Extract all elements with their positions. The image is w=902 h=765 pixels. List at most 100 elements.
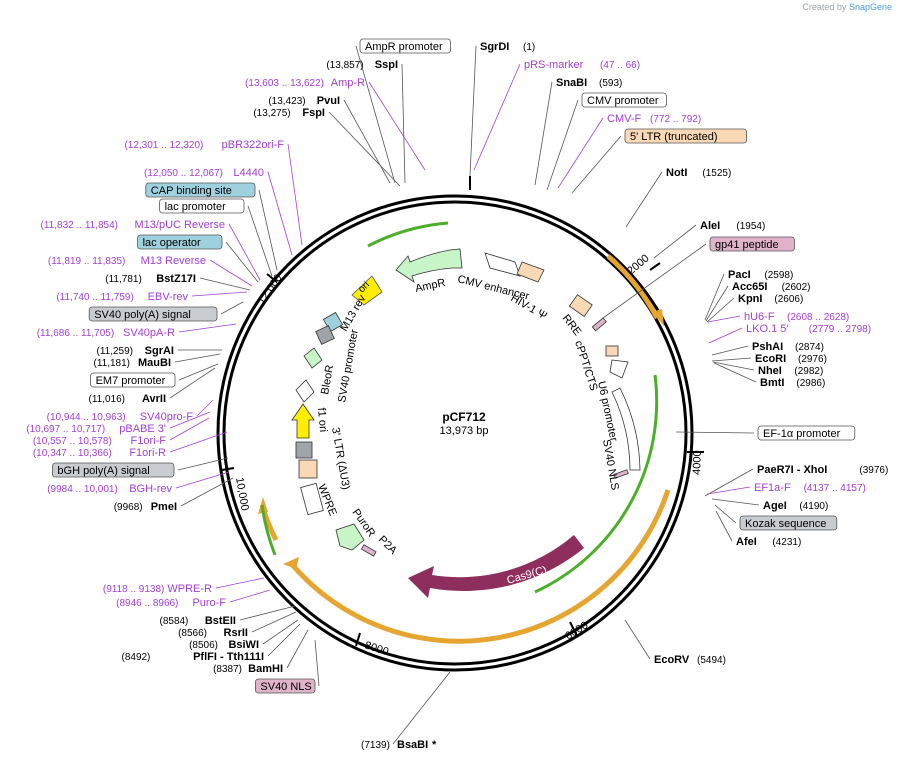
leader-agei [711,498,760,506]
label-lko-1-5[interactable]: LKO.1 5'(2779 .. 2798) [746,323,871,335]
label-pbr322ori-f[interactable]: pBR322ori-F(12,301 .. 12,320) [124,139,284,151]
label-paer7i[interactable]: PaeR7I - XhoI(3976) [757,464,888,476]
label-cap-binding-site[interactable]: CAP binding site [145,182,256,198]
label-pshai[interactable]: PshAI(2874) [752,341,824,353]
label-bgh-poly-a-signal[interactable]: bGH poly(A) signal [52,462,175,478]
leader-prs-marker [473,63,521,171]
label-ebv-rev[interactable]: EBV-rev(11,740 .. 11,759) [56,291,188,303]
label-f1ori-f[interactable]: F1ori-F(10,557 .. 10,578) [33,435,166,447]
label-bstz17i[interactable]: BstZ17I(11,781) [105,273,196,285]
label-kozak-sequence[interactable]: Kozak sequence [739,515,838,531]
label-f1ori-r[interactable]: F1ori-R(10,347 .. 10,366) [33,447,166,459]
label-afei[interactable]: AfeI(4231) [736,536,801,548]
enzyme-bmti: BmtI [760,377,784,389]
position-bsteii: (8584) [159,616,188,627]
label-sv40pro-f[interactable]: SV40pro-F(10,944 .. 10,963) [47,411,194,423]
label-bsabi[interactable]: BsaBI(7139)* [361,739,437,751]
label-rsrii[interactable]: RsrII(8566) [178,627,248,639]
position-kpni: (2606) [774,294,803,305]
enzyme-pflfi: PflFI - Tth111I [193,651,264,663]
label-avrii[interactable]: AvrII(11,016) [88,393,166,405]
label-ampr-promoter[interactable]: AmpR promoter [359,38,451,54]
label-wpre-r[interactable]: WPRE-R(9118 .. 9138) [103,583,212,595]
label-ef-1-promoter[interactable]: EF-1α promoter [757,425,856,441]
label-maubi[interactable]: MauBI(11,181) [93,357,171,369]
position-l4440: (12,050 .. 12,067) [144,168,223,179]
label-cmv-f[interactable]: CMV-F(772 .. 792) [607,113,701,125]
label-alei[interactable]: AleI(1954) [700,220,765,232]
p2a-box [360,544,377,557]
label-sv40pa-r[interactable]: SV40pA-R(11,686 .. 11,705) [37,327,175,339]
position-ef1a-f: (4137 .. 4157) [804,483,866,494]
feature-label-cmv-promoter: CMV promoter [587,95,659,107]
label-sv40-nls[interactable]: SV40 NLS [254,678,316,694]
leader-lko-1-5 [708,327,743,344]
label-pmei[interactable]: PmeI(9968) [114,501,177,513]
label-cmv-promoter[interactable]: CMV promoter [581,92,667,108]
label-ecorv[interactable]: EcoRV(5494) [654,654,726,666]
leader-amp-r [368,81,426,171]
label-bamhi[interactable]: BamHI(8387) [213,663,283,675]
sv40-nls-box [613,469,629,479]
label-pbabe-3[interactable]: pBABE 3'(10,697 .. 10,717) [26,423,166,435]
label-bgh-rev[interactable]: BGH-rev(9984 .. 10,001) [47,483,172,495]
cas9-arrow [408,535,584,598]
primer-m13-reverse: M13 Reverse [141,255,206,267]
primer-sv40pa-r: SV40pA-R [123,327,175,339]
label-sgrai[interactable]: SgrAI(11,259) [96,345,174,357]
label-lac-promoter[interactable]: lac promoter [159,198,245,214]
enzyme-rsrii: RsrII [224,627,248,639]
label-l4440[interactable]: L4440(12,050 .. 12,067) [144,167,264,179]
left-features [291,311,377,557]
label-hu6-f[interactable]: hU6-F(2608 .. 2628) [744,311,849,323]
enzyme-bsiwi: BsiWI [228,639,259,651]
label-pflfi[interactable]: PflFI - Tth111I(8492) [121,651,264,663]
label-bsteii[interactable]: BstEII(8584) [159,615,236,627]
leader-cap-binding-site [258,189,278,271]
leader-pvui [343,99,391,184]
position-puro-f: (8946 .. 8966) [116,598,178,609]
enzyme-sgrai: SgrAI [145,345,174,357]
position-ecorv: (5494) [697,655,726,666]
feature-box-cap-binding-site [145,182,256,198]
position-prs-marker: (47 .. 66) [600,60,640,71]
label-paci[interactable]: PacI(2598) [728,269,793,281]
label-lac-operator[interactable]: lac operator [137,234,223,250]
label-noti[interactable]: NotI(1525) [666,167,731,179]
primer-m13-puc-reverse: M13/pUC Reverse [135,219,225,231]
leader-ampr-promoter [355,45,396,184]
label-sv40-poly-a-signal[interactable]: SV40 poly(A) signal [88,306,218,322]
position-sspi: (13,857) [326,60,363,71]
enzyme-avrii: AvrII [142,393,166,405]
label-5-ltr-truncated[interactable]: 5' LTR (truncated) [624,128,747,144]
feature-m13-rev: M13 rev [338,293,369,334]
label-m13-puc-reverse[interactable]: M13/pUC Reverse(11,832 .. 11,854) [41,219,225,231]
label-kpni[interactable]: KpnI(2606) [738,293,803,305]
label-gp41-peptide[interactable]: gp41 peptide [709,236,795,252]
label-amp-r[interactable]: Amp-R(13,603 .. 13,622) [245,77,365,89]
primer-puro-f: Puro-F [192,597,226,609]
label-em7-promoter[interactable]: EM7 promoter [90,372,176,388]
label-sspi[interactable]: SspI(13,857) [326,59,398,71]
primer-amp-r: Amp-R [331,77,365,89]
label-nhei[interactable]: NheI(2982) [758,365,823,377]
label-m13-reverse[interactable]: M13 Reverse(11,819 .. 11,835) [48,255,206,267]
leader-cmv-f [557,117,604,189]
feature-box-bgh-poly-a-signal [52,462,175,478]
label-acc65i[interactable]: Acc65I(2602) [732,281,811,293]
rre-box [568,294,593,318]
tick-12000 [266,273,278,283]
label-fspi[interactable]: FspI(13,275) [253,107,325,119]
label-ecori[interactable]: EcoRI(2976) [755,353,827,365]
label-sgrdi[interactable]: SgrDI(1) [480,41,535,53]
label-bsiwi[interactable]: BsiWI(8506) [189,639,259,651]
label-bmti[interactable]: BmtI(2986) [760,377,825,389]
label-pvui[interactable]: PvuI(13,423) [268,95,340,107]
label-prs-marker[interactable]: pRS-marker(47 .. 66) [524,59,640,71]
leader-paci [704,273,725,321]
label-ef1a-f[interactable]: EF1a-F(4137 .. 4157) [754,482,866,494]
label-puro-f[interactable]: Puro-F (8946 .. 8966) [116,597,226,609]
label-snabi[interactable]: SnaBI(593) [556,77,622,89]
label-agei[interactable]: AgeI(4190) [763,500,828,512]
leader-em7-promoter [178,363,219,381]
